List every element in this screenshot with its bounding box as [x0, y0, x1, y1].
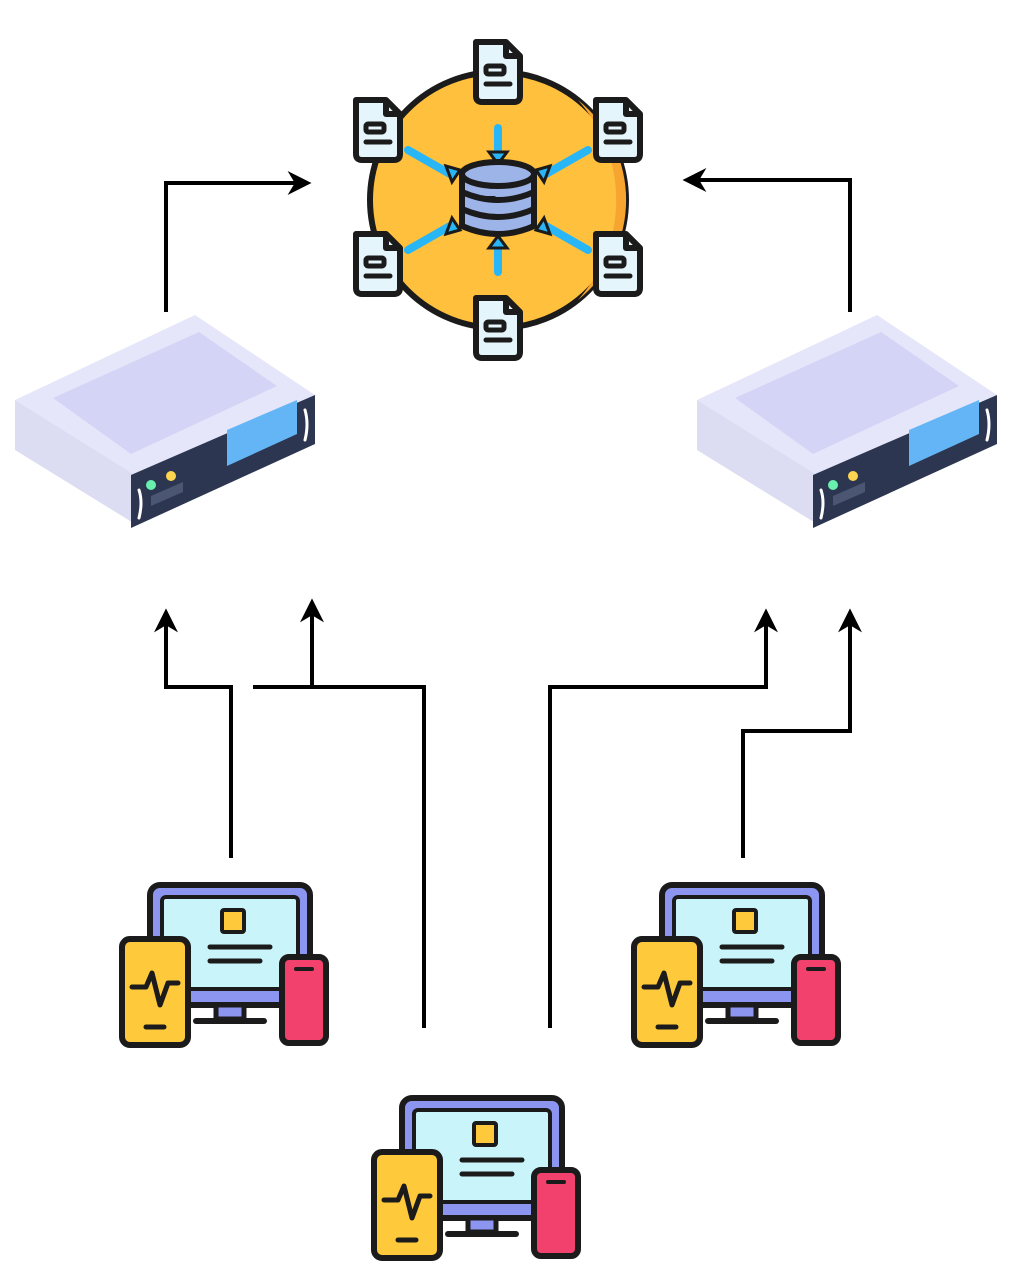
- devices-right-icon: [634, 885, 838, 1045]
- connector-server-right-to-hub: [682, 168, 852, 312]
- database-hub-icon: [356, 42, 640, 358]
- connector-devices-right-to-server-right: [741, 608, 862, 858]
- devices-bottom-icon: [374, 1098, 578, 1258]
- devices-left-icon: [122, 885, 326, 1045]
- connector-devices-left-to-server-left: [154, 608, 233, 858]
- connector-server-left-to-hub: [164, 171, 312, 312]
- server-right-icon: [695, 313, 999, 530]
- server-left-icon: [13, 313, 317, 530]
- connector-devices-bottom-to-server-right: [548, 608, 778, 1028]
